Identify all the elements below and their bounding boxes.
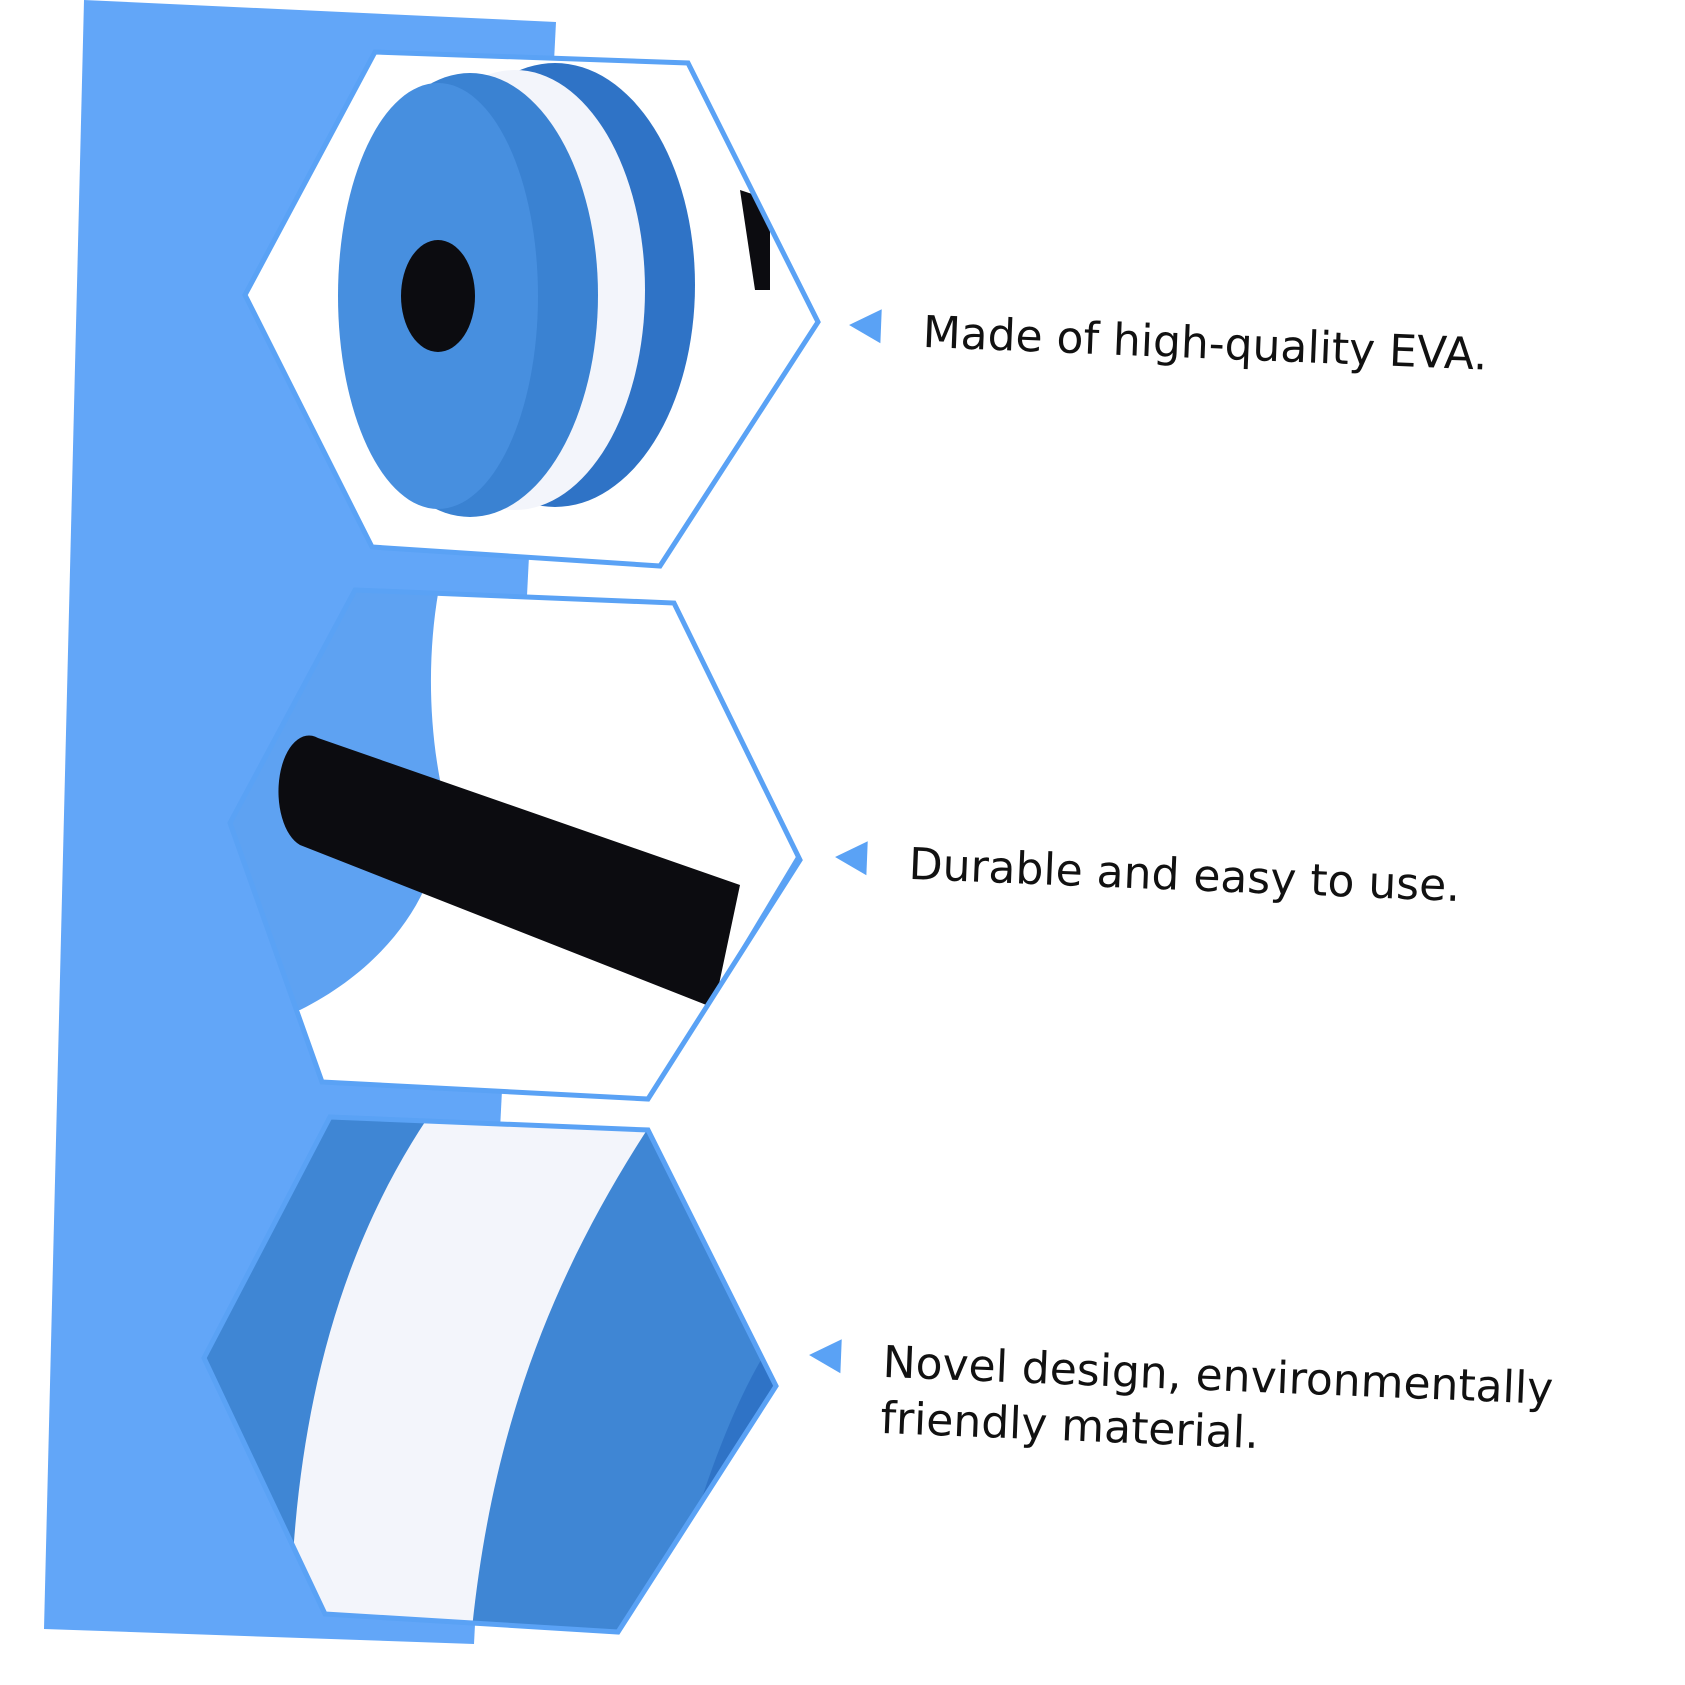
triangle-pointer-icon <box>848 307 882 344</box>
feature-text-line: friendly material. <box>879 1392 1260 1460</box>
triangle-pointer-icon <box>808 1337 842 1374</box>
triangle-pointer-icon <box>834 839 868 876</box>
foam-disc-hexagon <box>242 49 821 569</box>
